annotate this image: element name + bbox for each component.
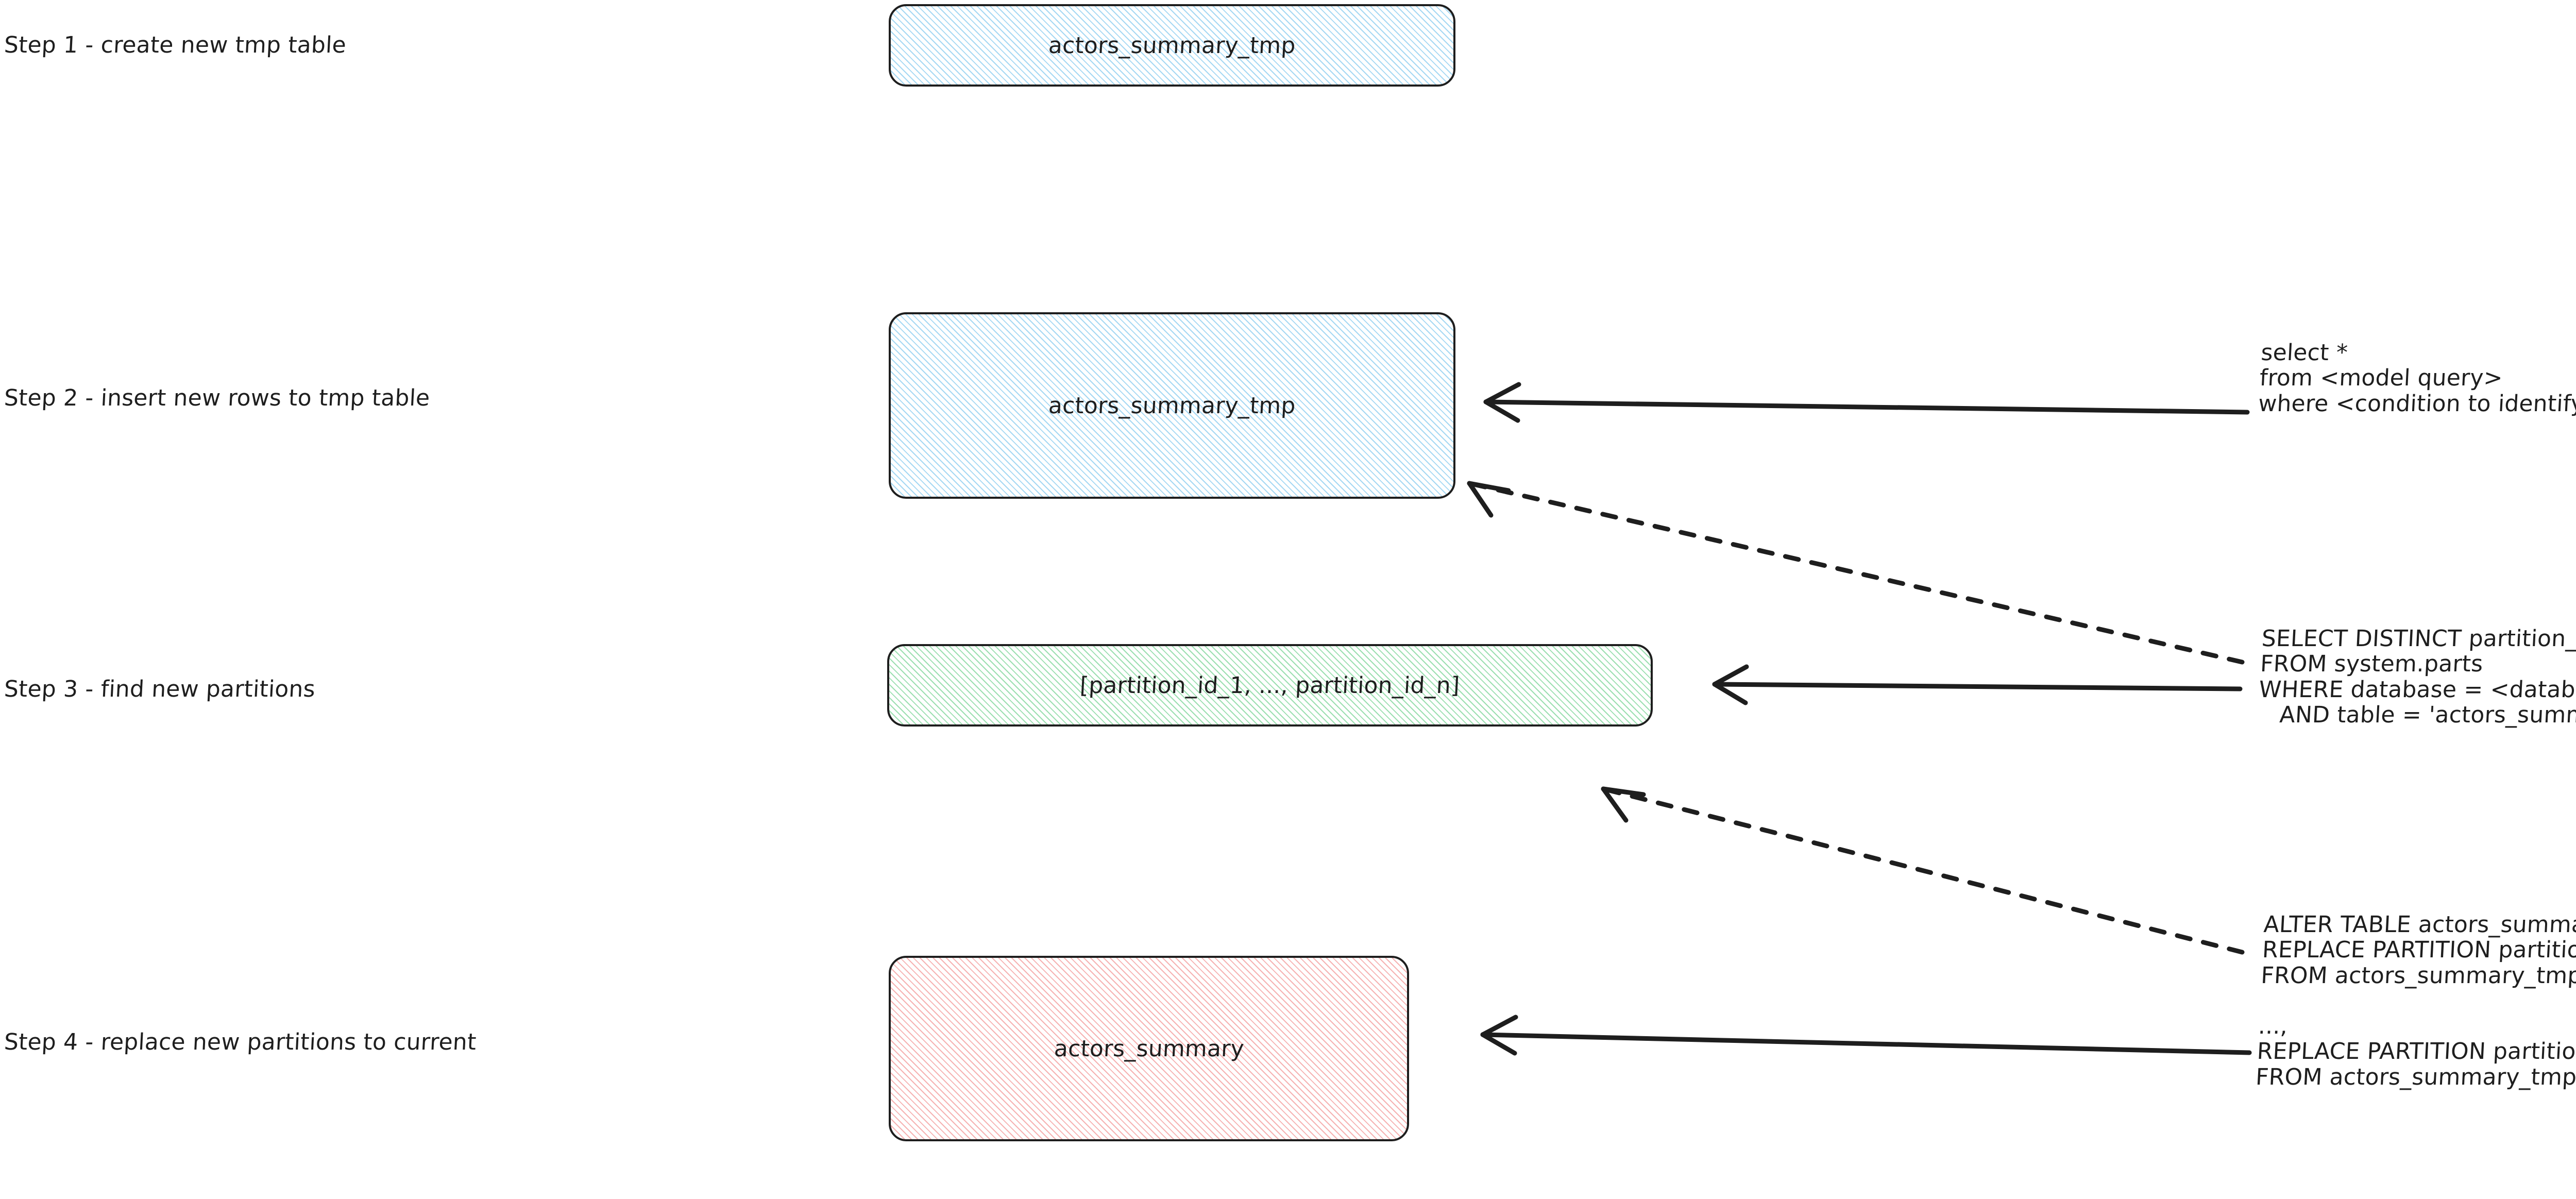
node-tmp-table-step1[interactable]: actors_summary_tmp <box>889 4 1455 87</box>
node-label: actors_summary_tmp <box>1047 392 1297 419</box>
code-find-partitions-query: SELECT DISTINCT partition_id FROM system… <box>2258 626 2576 728</box>
arrow-replace-to-actorssummary <box>1480 1015 2252 1056</box>
step-label-1: Step 1 - create new tmp table <box>3 32 347 58</box>
step-label-3: Step 3 - find new partitions <box>3 676 316 702</box>
node-partition-list[interactable]: [partition_id_1, ..., partition_id_n] <box>887 644 1653 727</box>
node-label: actors_summary <box>1053 1035 1245 1062</box>
code-insert-query: select * from <model query> where <condi… <box>2258 340 2576 417</box>
node-actors-summary[interactable]: actors_summary <box>889 956 1409 1141</box>
step-label-2: Step 2 - insert new rows to tmp table <box>3 385 431 411</box>
arrow-findpartitions-to-tmptable <box>1467 481 2245 665</box>
arrow-replace-to-list <box>1601 786 2245 955</box>
code-replace-partitions-query: ALTER TABLE actors_summary REPLACE PARTI… <box>2255 911 2576 1090</box>
arrow-findpartitions-to-list <box>1712 664 2243 705</box>
node-tmp-table-step2[interactable]: actors_summary_tmp <box>889 312 1455 499</box>
step-label-4: Step 4 - replace new partitions to curre… <box>3 1029 477 1055</box>
node-label: [partition_id_1, ..., partition_id_n] <box>1079 672 1461 699</box>
arrow-insertquery-to-tmptable <box>1483 382 2250 423</box>
node-label: actors_summary_tmp <box>1047 32 1297 59</box>
